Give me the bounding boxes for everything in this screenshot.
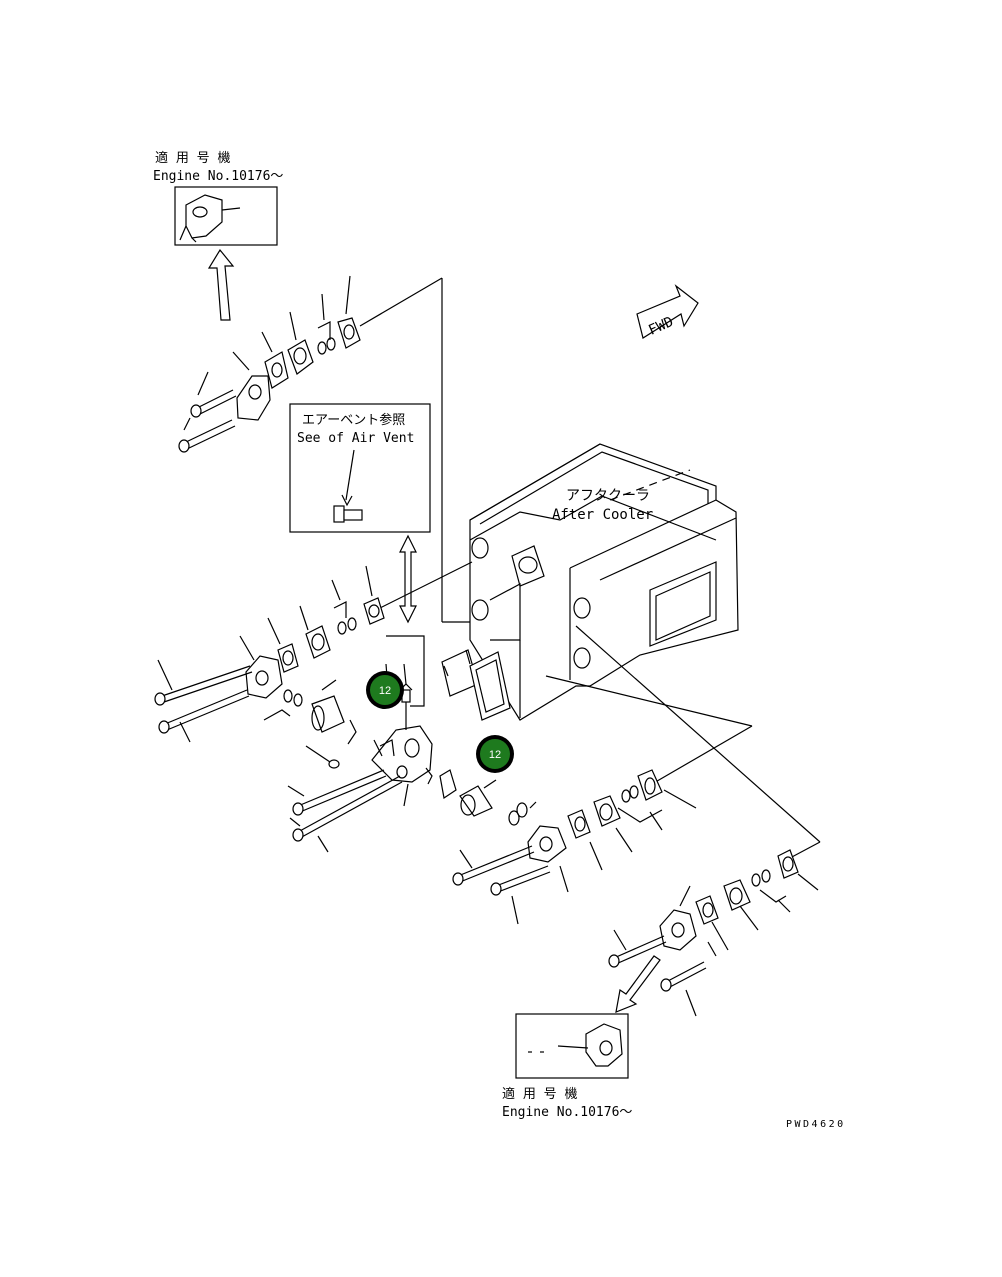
bottom-inset-box bbox=[515, 1013, 629, 1079]
up-arrow bbox=[207, 248, 235, 321]
thermostat-assembly bbox=[263, 649, 537, 853]
air-vent-box bbox=[289, 403, 431, 533]
bottom-inset-elbow-part bbox=[528, 1023, 623, 1067]
callout-marker[interactable]: 12 bbox=[366, 671, 404, 709]
top-note-en: Engine No.10176～ bbox=[153, 169, 283, 184]
callout-label: 12 bbox=[379, 685, 391, 697]
fwd-arrow: FWD bbox=[636, 284, 699, 339]
double-arrow bbox=[399, 534, 417, 624]
callout-marker[interactable]: 12 bbox=[476, 735, 514, 773]
callout-label: 12 bbox=[489, 749, 501, 761]
right-lower-assembly bbox=[452, 625, 821, 1017]
upper-left-assembly bbox=[178, 275, 470, 623]
air-vent-en: See of Air Vent bbox=[297, 431, 414, 446]
drawing-number: PWD4620 bbox=[786, 1119, 846, 1130]
after-cooler-body bbox=[469, 443, 739, 721]
bottom-note-jp: 適 用 号 機 bbox=[502, 1086, 577, 1102]
after-cooler-jp: アフタクーラ bbox=[566, 488, 650, 504]
middle-left-assembly bbox=[154, 561, 473, 743]
callout-fill bbox=[480, 739, 510, 769]
top-inset-elbow-part bbox=[179, 194, 241, 243]
callout-fill bbox=[370, 675, 400, 705]
after-cooler-en: After Cooler bbox=[552, 507, 653, 523]
top-inset-box bbox=[174, 186, 278, 246]
air-vent-jp: エアーベント参照 bbox=[302, 412, 405, 428]
air-vent-fitting bbox=[333, 449, 363, 523]
top-note-jp: 適 用 号 機 bbox=[155, 150, 230, 166]
bottom-note-en: Engine No.10176～ bbox=[502, 1105, 632, 1120]
